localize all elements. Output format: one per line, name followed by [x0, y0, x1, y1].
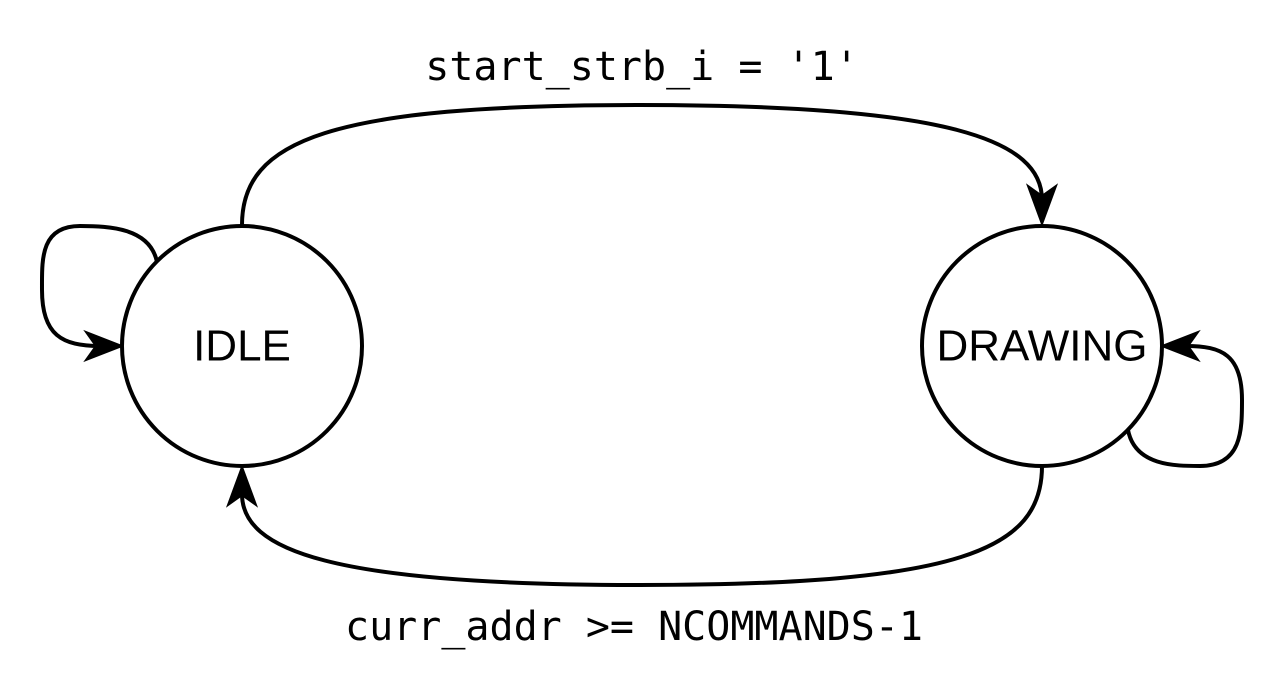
self-loop-drawing — [1126, 344, 1245, 469]
arrowhead-to-drawing — [1025, 183, 1059, 227]
self-loop-idle — [39, 223, 159, 348]
state-idle-circle — [120, 224, 364, 468]
transition-drawing-to-idle — [240, 465, 1044, 588]
transition-idle-to-drawing-label: start_strb_i = '1' — [425, 44, 858, 90]
transition-idle-to-drawing — [240, 102, 1044, 226]
state-drawing-circle — [920, 224, 1164, 468]
arrowhead-idle-self-loop — [83, 329, 125, 363]
transition-drawing-to-idle-label: curr_addr >= NCOMMANDS-1 — [345, 604, 923, 650]
arrowhead-drawing-self-loop — [1159, 329, 1201, 363]
arrowhead-to-idle — [225, 464, 259, 508]
state-idle-label: IDLE — [193, 322, 291, 371]
state-drawing-label: DRAWING — [936, 322, 1147, 371]
